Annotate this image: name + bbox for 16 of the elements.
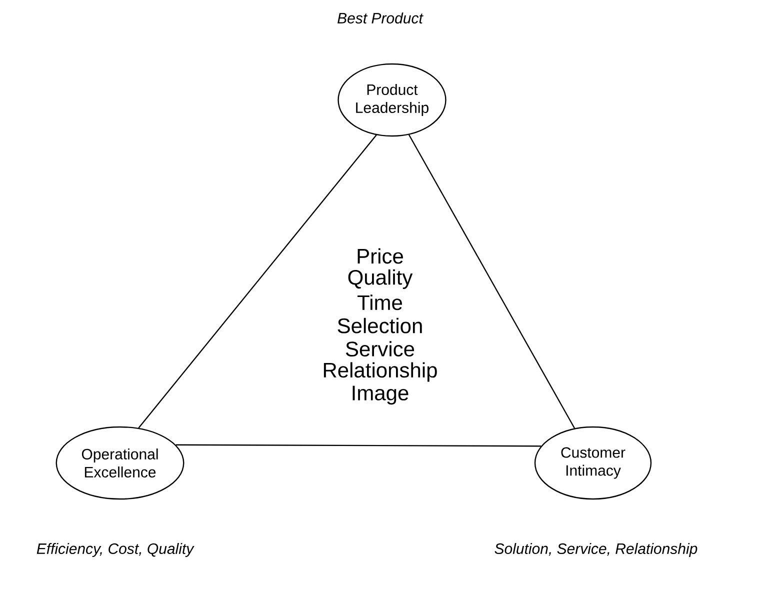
triangle-side (408, 134, 576, 429)
center-label: Selection (338, 318, 422, 334)
ellipse-node: Operational Excellence (56, 426, 184, 500)
center-label: Service (346, 341, 414, 356)
center-label: Relationship (324, 362, 437, 382)
node-caption: Solution, Service, Relationship (494, 543, 698, 557)
triangle-side (176, 444, 542, 447)
ellipse-node: Product Leadership (338, 63, 446, 137)
node-caption: Efficiency, Cost, Quality (36, 543, 194, 557)
center-label: Time (358, 294, 402, 310)
node-caption: Best Product (338, 12, 424, 24)
center-label: Quality (348, 269, 413, 289)
ellipse-node: Customer Intimacy (534, 426, 652, 500)
center-label: Image (352, 386, 408, 405)
triangle-side (138, 134, 377, 428)
center-label: Price (358, 248, 403, 264)
